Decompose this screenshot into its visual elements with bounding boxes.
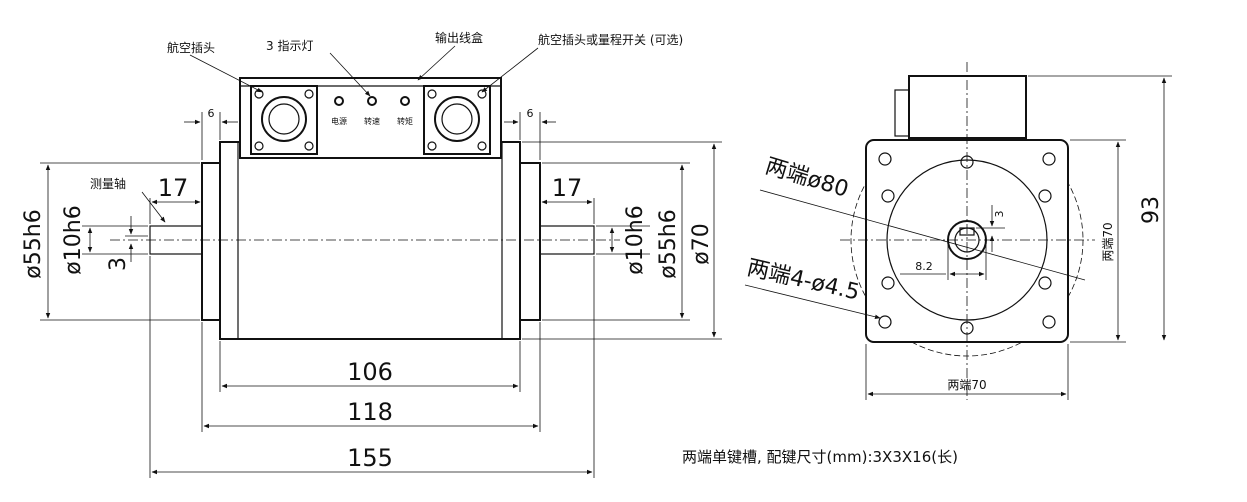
dim-end-holes: 两端4-ø4.5 [745,255,862,305]
dim-shaft-left: 17 [158,174,189,202]
dim-key-left: 3 [106,257,131,271]
label-indicator-lights: 3 指示灯 [266,38,313,53]
dim-gap-left: 6 [208,107,215,120]
dim-end-height: 93 [1139,196,1164,224]
label-output-box: 输出线盒 [435,30,483,45]
led-label-speed: 转速 [364,116,380,126]
left-shaft [149,225,203,255]
dim-end-square-v: 两端70 [1101,222,1115,261]
main-body [219,141,521,340]
dim-end-key-3: 3 [993,211,1006,218]
dim-106: 106 [347,358,393,386]
dim-155: 155 [347,444,393,472]
led-label-power: 电源 [331,116,347,126]
key-note: 两端单键槽, 配键尺寸(mm):3X3X16(长) [682,448,958,466]
dim-118: 118 [347,398,393,426]
label-measuring-shaft: 测量轴 [90,176,126,191]
dim-end-d80: 两端ø80 [762,154,851,203]
left-flange [201,162,221,321]
label-connector-right: 航空插头或量程开关 (可选) [538,32,683,47]
indicator-leds: 电源 转速 转矩 [331,96,413,126]
label-connector-left: 航空插头 [167,40,215,55]
dim-end-square-h: 两端70 [947,378,986,392]
led-label-torque: 转矩 [397,116,413,126]
dim-shaft-right: 17 [552,174,583,202]
end-view: 两端ø80 两端4-ø4.5 3 8.2 两端70 93 两端70 [745,62,1172,400]
right-flange [519,162,541,321]
dim-gap-right: 6 [527,107,534,120]
dim-d10-left: ø10h6 [61,205,86,274]
dim-d55-right: ø55h6 [656,209,681,278]
front-view: 电源 转速 转矩 航空插头 3 指示灯 输出线盒 航空插头或量程开关 (可选) … [21,30,722,478]
right-connector [423,85,491,155]
dim-d55-left: ø55h6 [21,209,46,278]
dim-end-key-8-2: 8.2 [915,260,933,273]
dim-d10-right: ø10h6 [623,205,648,274]
end-output-box [908,75,1027,139]
dim-d70-right: ø70 [689,223,714,264]
output-box [239,77,502,159]
